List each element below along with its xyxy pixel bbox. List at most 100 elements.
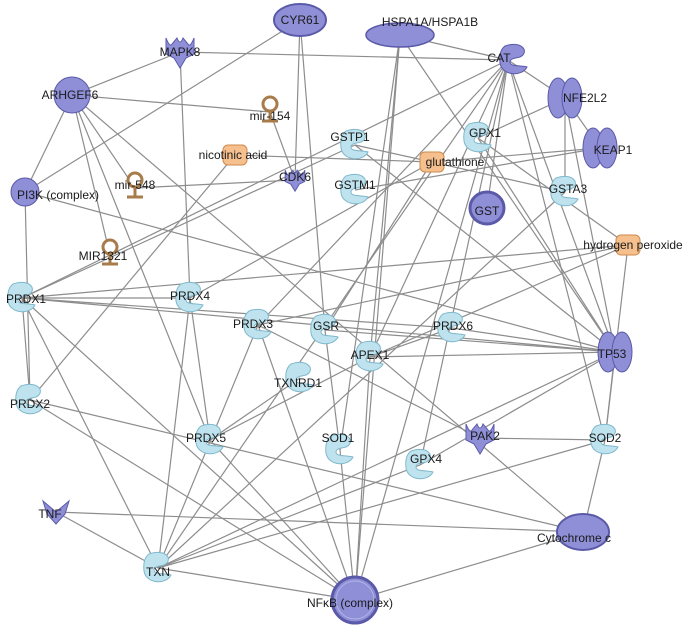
label-gstp1: GSTP1: [330, 130, 370, 144]
label-pi3k: PI3K (complex): [17, 188, 99, 202]
edge-tp53-gpx4: [419, 351, 616, 466]
node-hspa1a[interactable]: [365, 22, 435, 48]
node-gstm1[interactable]: [340, 173, 369, 205]
label-gpx1: GPX1: [469, 126, 501, 140]
label-prdx6: PRDX6: [433, 319, 473, 333]
edge-prdx1-txn: [21, 297, 159, 569]
node-keap1[interactable]: [582, 127, 618, 169]
node-mapk8[interactable]: [165, 37, 195, 69]
edge-apex1-tp53: [369, 351, 616, 358]
node-cyr61[interactable]: [273, 3, 327, 37]
label-prdx5: PRDX5: [186, 431, 226, 445]
node-nfkb[interactable]: [330, 575, 380, 625]
node-nicotinic[interactable]: [222, 144, 248, 166]
node-prdx3[interactable]: [243, 308, 272, 340]
edge-arhgef6-mir154: [71, 94, 271, 113]
label-keap1: KEAP1: [594, 143, 633, 157]
edge-pak2-sod2: [479, 437, 606, 441]
label-tnf: TNF: [38, 507, 61, 521]
node-prdx2[interactable]: [15, 383, 44, 415]
node-prdx1[interactable]: [7, 281, 36, 313]
node-gsr[interactable]: [310, 313, 339, 345]
node-h2o2[interactable]: [615, 234, 641, 256]
node-layer: [7, 3, 641, 625]
edge-h2o2-prdx3: [257, 244, 629, 326]
edge-hspa1a-sod1: [339, 34, 401, 451]
node-sod1[interactable]: [325, 433, 354, 465]
node-gst[interactable]: [468, 190, 506, 226]
edge-cat-prdx1: [21, 59, 509, 299]
edge-cyr61-cdk6: [294, 19, 301, 181]
edge-prdx6-tp53: [451, 327, 616, 353]
node-arhgef6[interactable]: [53, 76, 91, 114]
edge-mir154-cdk6: [269, 111, 296, 181]
node-mir154[interactable]: [261, 95, 279, 123]
edge-txnrd1-prdx5: [209, 377, 301, 441]
edge-cyr61-gsr: [299, 19, 326, 331]
edge-glutathione-keap1: [431, 147, 601, 163]
node-cytc[interactable]: [556, 513, 610, 551]
edge-nicotinic-glutathione: [234, 154, 433, 163]
edge-layer: [21, 19, 629, 601]
label-nicotinic: nicotinic acid: [199, 148, 268, 162]
edge-keap1-gstm1: [354, 147, 601, 191]
label-mapk8: MAPK8: [160, 45, 201, 59]
node-prdx6[interactable]: [437, 311, 466, 343]
edge-apex1-prdx5: [209, 356, 371, 441]
node-tp53[interactable]: [597, 331, 633, 373]
edge-prdx3-nfkb: [257, 324, 356, 601]
edge-mir548-cdk6: [134, 179, 296, 189]
node-gpx1[interactable]: [463, 121, 492, 153]
label-pak2: PAK2: [470, 429, 500, 443]
edge-hspa1a-tp53: [399, 34, 616, 353]
node-gpx4[interactable]: [405, 448, 434, 480]
node-prdx4[interactable]: [175, 281, 204, 313]
node-mir1321[interactable]: [101, 238, 119, 266]
edge-hspa1a-nfkb: [354, 34, 401, 601]
label-gsta3: GSTA3: [549, 182, 588, 196]
label-gstm1: GSTM1: [334, 178, 376, 192]
node-cat[interactable]: [499, 43, 528, 75]
node-prdx5[interactable]: [195, 423, 224, 455]
node-gsta3[interactable]: [550, 175, 579, 207]
label-apex1: APEX1: [351, 348, 390, 362]
label-cat: CAT: [487, 51, 511, 65]
edge-gstp1-glutathione: [354, 144, 433, 163]
edge-gsr-tp53: [324, 329, 616, 353]
node-pak2[interactable]: [465, 423, 495, 455]
label-gsr: GSR: [313, 319, 339, 333]
edge-cat-apex1: [369, 59, 509, 358]
edge-sod1-nfkb: [339, 449, 356, 601]
node-apex1[interactable]: [355, 340, 384, 372]
node-txn[interactable]: [143, 551, 172, 583]
label-nfkb: NFκB (complex): [307, 596, 393, 610]
edge-prdx1-nfkb: [21, 297, 356, 601]
label-gst: GST: [475, 204, 500, 218]
label-cytc: Cytochrome c: [537, 531, 611, 545]
edge-tnf-txn: [55, 511, 159, 569]
label-sod2: SOD2: [589, 431, 622, 445]
node-mir548[interactable]: [126, 171, 144, 199]
edge-mapk8-prdx4: [179, 51, 191, 299]
edge-prdx1-prdx2: [21, 297, 31, 401]
edge-hspa1a-apex1: [369, 34, 401, 358]
label-gpx4: GPX4: [410, 452, 442, 466]
label-txnrd1: TXNRD1: [274, 376, 322, 390]
edge-arhgef6-cytc: [71, 94, 584, 533]
node-tnf[interactable]: [42, 499, 70, 525]
edge-prdx1-prdx6: [21, 297, 453, 329]
edge-glutathione-gsta3: [431, 161, 566, 193]
node-txnrd1[interactable]: [285, 361, 314, 393]
node-nfe2l2[interactable]: [547, 77, 583, 119]
edge-cat-gpx4: [419, 59, 509, 466]
label-glutathione: glutathione: [426, 155, 485, 169]
edge-prdx2-cytc: [29, 399, 584, 533]
node-sod2[interactable]: [590, 423, 619, 455]
node-cdk6[interactable]: [284, 169, 306, 193]
node-gstp1[interactable]: [340, 128, 369, 160]
edge-gsta3-txn: [157, 191, 566, 569]
node-pi3k[interactable]: [10, 177, 40, 207]
node-glutathione[interactable]: [419, 151, 445, 173]
